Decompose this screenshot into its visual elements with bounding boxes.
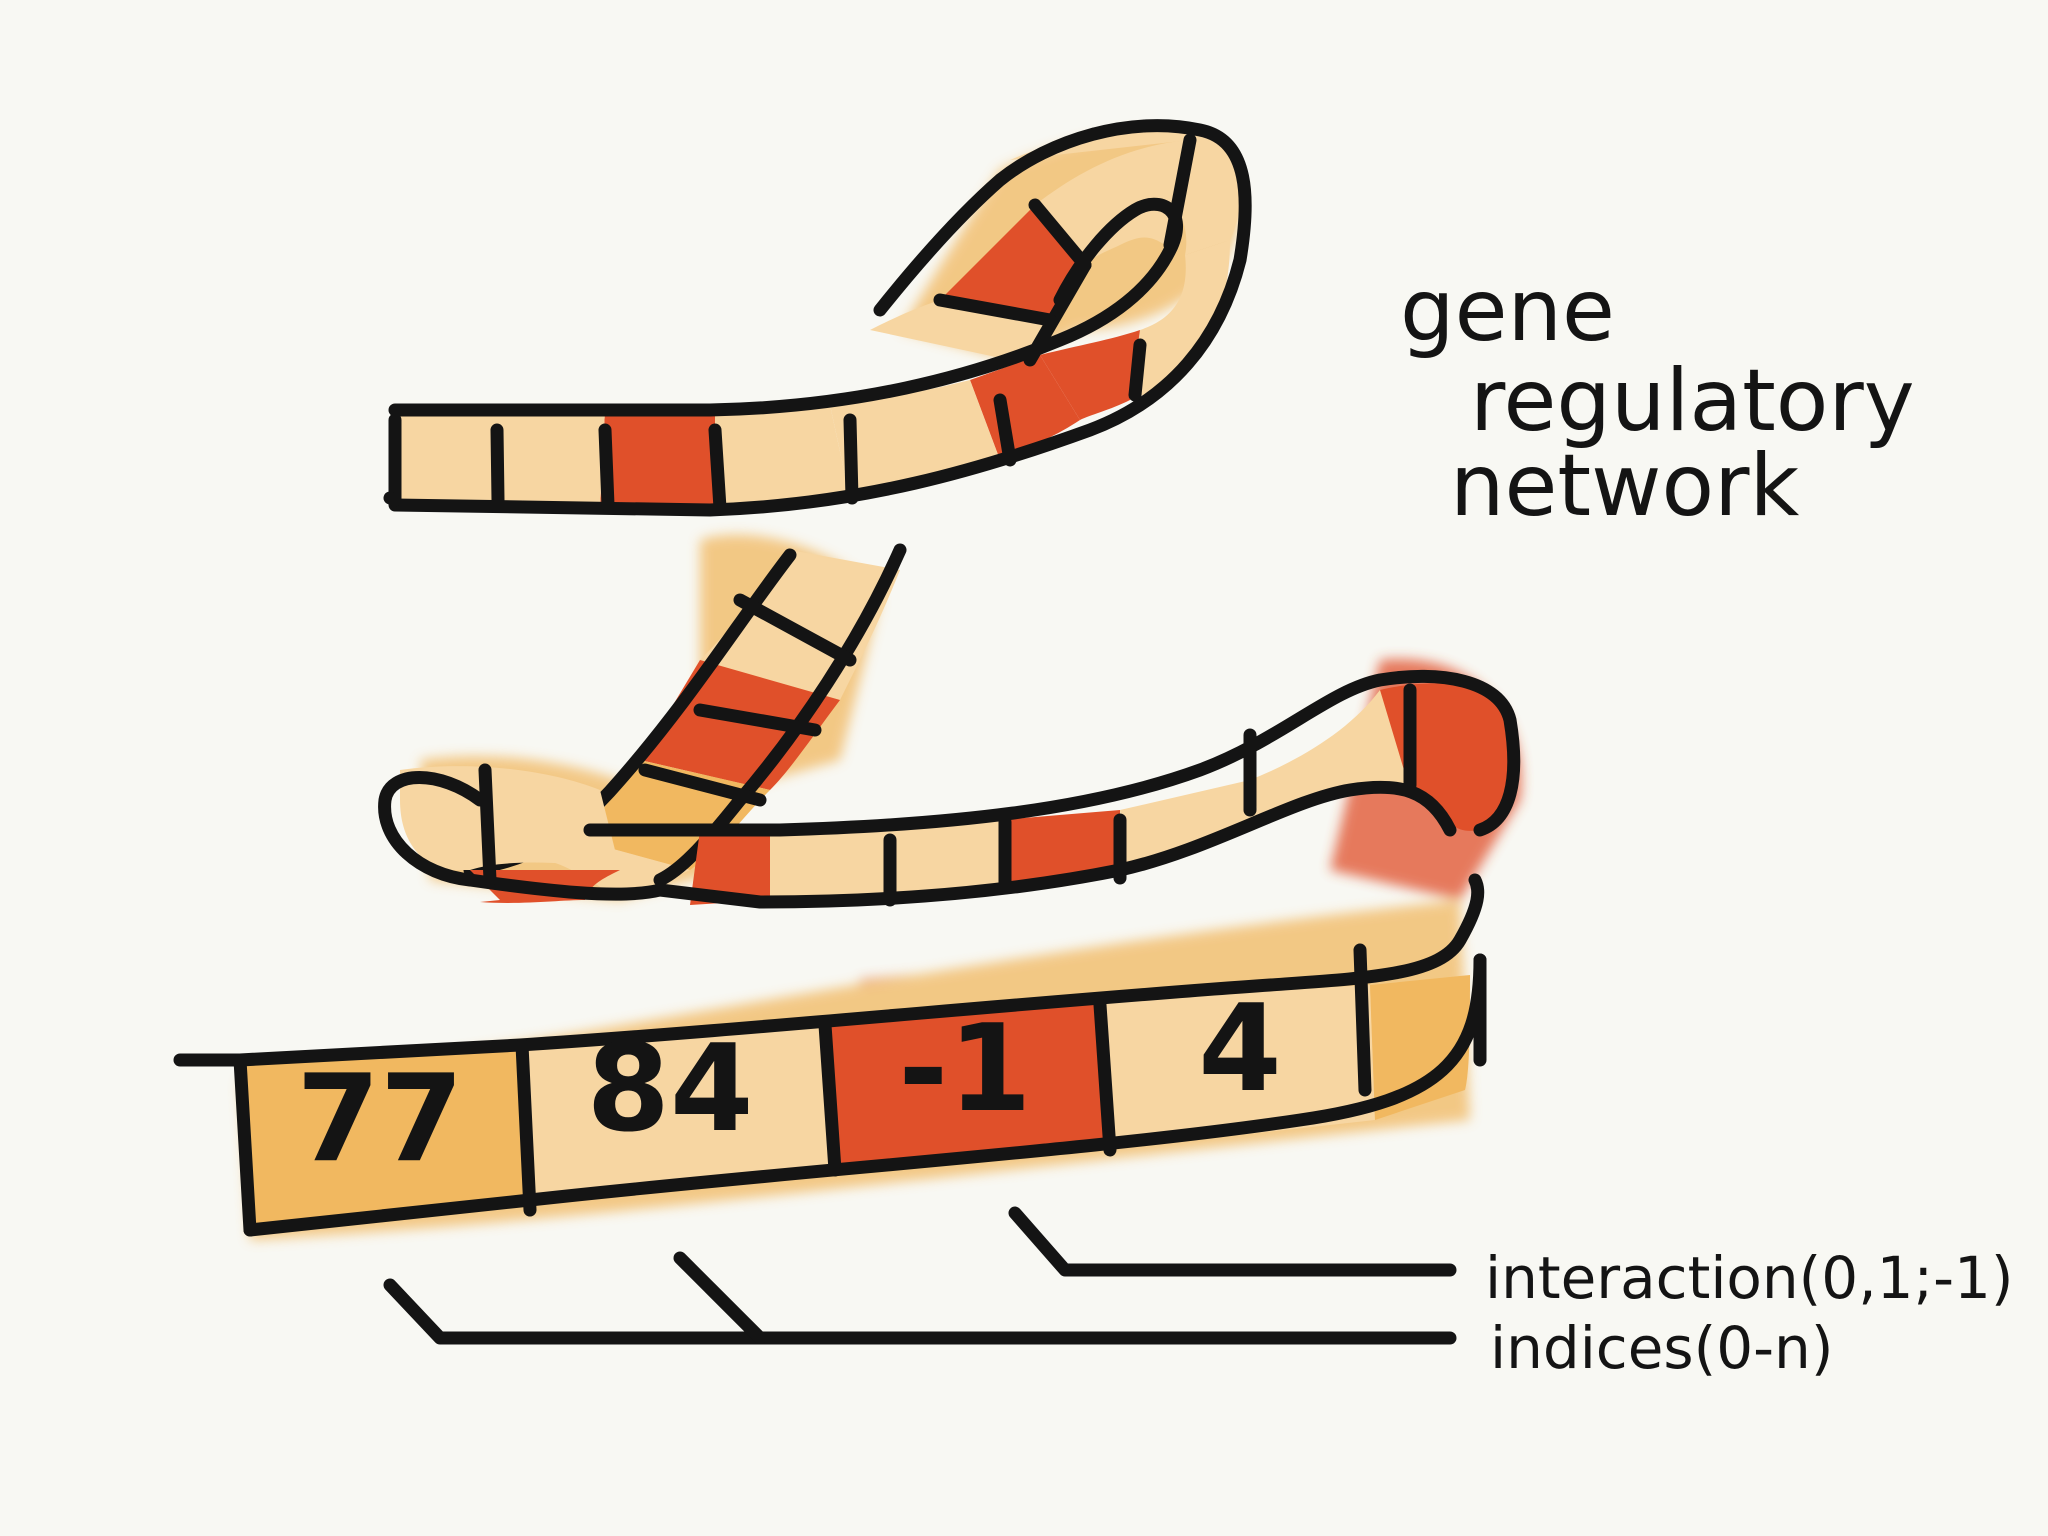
upper-loop — [383, 119, 1252, 517]
tape-value-2: -1 — [898, 1000, 1031, 1139]
ribbon — [173, 119, 1522, 1240]
callout-labels: interaction(0,1;-1) indices(0-n) — [1485, 1244, 2014, 1382]
interaction-leader — [1008, 1206, 1457, 1277]
indices-leader — [383, 1278, 1457, 1345]
interaction-label: interaction(0,1;-1) — [1485, 1244, 2014, 1312]
title-line-gene: gene — [1400, 261, 1615, 361]
tape-values: 77 84 -1 4 — [297, 980, 1282, 1189]
indices-leader-branch — [673, 1251, 767, 1345]
title-line-regulatory: regulatory — [1470, 351, 1915, 451]
tape-value-0: 77 — [297, 1050, 464, 1189]
callout-leaders — [383, 1206, 1457, 1345]
middle-strand — [463, 543, 907, 900]
tape-value-3: 4 — [1198, 980, 1282, 1119]
lower-loop — [378, 669, 1521, 909]
indices-label: indices(0-n) — [1490, 1314, 1833, 1382]
title-line-network: network — [1450, 436, 1799, 536]
diagram-title: gene regulatory network — [1400, 261, 1915, 536]
tape-value-1: 84 — [587, 1020, 754, 1159]
indexed-tape — [173, 873, 1487, 1237]
